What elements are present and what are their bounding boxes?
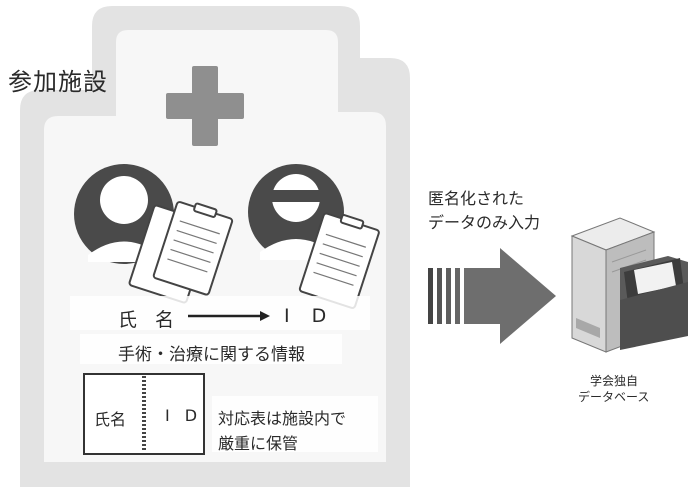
database-caption-line1: 学会独自 bbox=[590, 374, 639, 388]
anonymized-record-clipboard-icon bbox=[298, 212, 380, 309]
info-band bbox=[80, 334, 342, 364]
patient-id-label: I D bbox=[284, 305, 335, 327]
ledger-note-line2: 厳重に保管 bbox=[218, 434, 299, 453]
database-caption-line2: データベース bbox=[578, 390, 650, 404]
ledger-note-line1: 対応表は施設内で bbox=[218, 409, 347, 428]
facility-label: 参加施設 bbox=[8, 68, 108, 96]
transfer-caption-line1: 匿名化された bbox=[428, 189, 525, 208]
transfer-arrow-icon bbox=[428, 248, 556, 344]
correspondence-ledger-icon bbox=[83, 373, 205, 455]
name-to-id-arrow bbox=[188, 311, 270, 321]
ledger-id-label: I D bbox=[165, 406, 203, 425]
medical-record-clipboard-icon bbox=[128, 201, 234, 304]
treatment-info-label: 手術・治療に関する情報 bbox=[118, 345, 305, 365]
ledger-name-label: 氏名 bbox=[94, 410, 127, 429]
name-id-band bbox=[70, 296, 370, 330]
database-server-icon bbox=[570, 217, 688, 353]
transfer-caption-line2: データのみ入力 bbox=[428, 213, 541, 232]
patient-name-label: 氏 名 bbox=[118, 309, 181, 331]
ledger-note-band bbox=[212, 396, 378, 452]
medical-cross-icon bbox=[166, 66, 244, 146]
